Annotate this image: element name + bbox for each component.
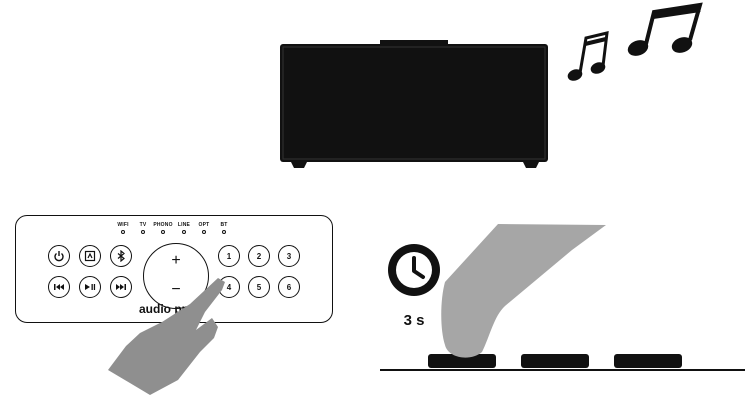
preset-3-button[interactable]: 3 (278, 245, 300, 267)
bluetooth-icon (117, 250, 125, 262)
previous-button[interactable] (48, 276, 70, 298)
prev-icon (54, 284, 64, 290)
preset-1-button[interactable]: 1 (218, 245, 240, 267)
play-pause-button[interactable] (79, 276, 101, 298)
press-duration-label: 3 s (403, 312, 425, 329)
pressed-button[interactable] (428, 354, 496, 368)
volume-control[interactable]: + − (143, 243, 209, 309)
clock-icon (388, 244, 440, 296)
indicator-tv: TV (133, 222, 153, 234)
indicator-line: LINE (174, 222, 194, 234)
brand-logo: audio pro (139, 302, 194, 316)
multiroom-button[interactable] (79, 245, 101, 267)
remote-control: WIFI TV PHONO LINE OPT BT + − 1 2 3 4 5 … (15, 215, 333, 323)
next-button[interactable] (110, 276, 132, 298)
panel-button-3[interactable] (614, 354, 682, 368)
indicator-opt: OPT (194, 222, 214, 234)
indicator-bt: BT (214, 222, 234, 234)
bluetooth-button[interactable] (110, 245, 132, 267)
preset-6-button[interactable]: 6 (278, 276, 300, 298)
power-icon (54, 251, 64, 262)
preset-5-button[interactable]: 5 (248, 276, 270, 298)
indicator-phono: PHONO (153, 222, 173, 234)
volume-down-button[interactable]: − (171, 281, 181, 298)
volume-up-button[interactable]: + (171, 252, 181, 269)
panel-button-2[interactable] (521, 354, 589, 368)
next-icon (116, 284, 126, 290)
power-button[interactable] (48, 245, 70, 267)
indicator-wifi: WIFI (113, 222, 133, 234)
play-pause-icon (85, 284, 96, 290)
preset-4-button[interactable]: 4 (218, 276, 240, 298)
surface-line (380, 369, 745, 371)
speaker-icon (280, 40, 548, 168)
multiroom-icon (84, 250, 96, 262)
preset-2-button[interactable]: 2 (248, 245, 270, 267)
